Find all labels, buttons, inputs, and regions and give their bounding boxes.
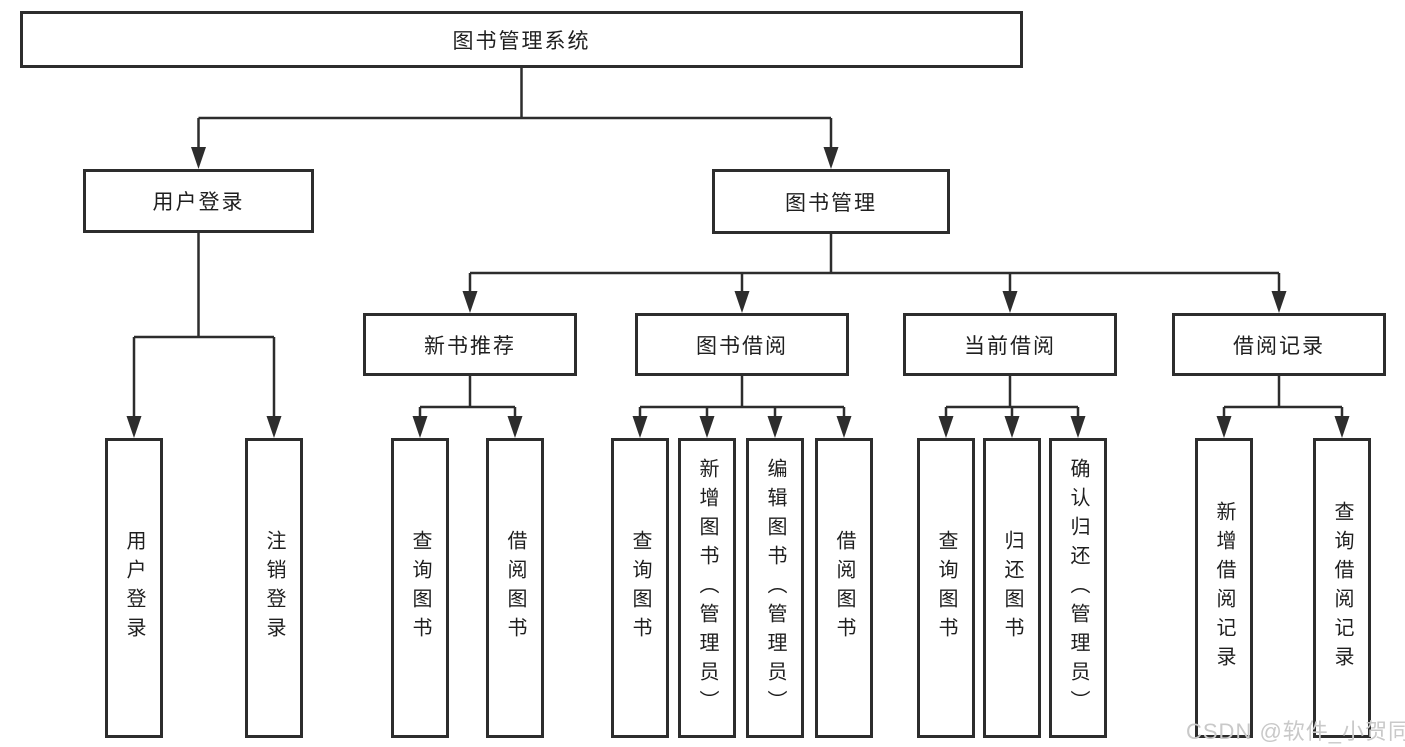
leaf-current-query-books-label: 查询图书 <box>935 530 957 646</box>
leaf-current-confirm-return-admin-label: 确认归还（管理员） <box>1067 457 1089 719</box>
arrowhead-icon <box>412 416 428 438</box>
leaf-borrow-edit-books-admin: 编辑图书（管理员） <box>746 438 804 738</box>
arrowhead-icon <box>938 416 954 438</box>
edge-current-borrow-to-leaves <box>944 376 1080 419</box>
node-borrow-record: 借阅记录 <box>1172 313 1386 376</box>
leaf-record-add-borrow-record: 新增借阅记录 <box>1195 438 1253 738</box>
leaf-record-query-borrow-record: 查询借阅记录 <box>1313 438 1371 738</box>
node-root-label: 图书管理系统 <box>452 29 591 53</box>
leaf-newbook-query-books-label: 查询图书 <box>409 530 431 646</box>
arrowhead-icon <box>1216 416 1232 438</box>
node-user-login: 用户登录 <box>83 169 314 233</box>
leaf-record-query-borrow-record-label: 查询借阅记录 <box>1331 501 1353 675</box>
node-current-borrow: 当前借阅 <box>903 313 1117 376</box>
leaf-newbook-borrow-books-label: 借阅图书 <box>504 530 526 646</box>
leaf-current-confirm-return-admin: 确认归还（管理员） <box>1049 438 1107 738</box>
node-book-borrow: 图书借阅 <box>635 313 849 376</box>
connector-paths <box>132 68 1344 419</box>
arrowhead-icon <box>823 147 839 169</box>
leaf-newbook-query-books: 查询图书 <box>391 438 449 738</box>
leaf-current-return-books: 归还图书 <box>983 438 1041 738</box>
leaf-user-login: 用户登录 <box>105 438 163 738</box>
leaf-borrow-query-books: 查询图书 <box>611 438 669 738</box>
leaf-newbook-borrow-books: 借阅图书 <box>486 438 544 738</box>
leaf-user-login-label: 用户登录 <box>123 530 145 646</box>
arrowhead-icon <box>632 416 648 438</box>
node-borrow-record-label: 借阅记录 <box>1233 334 1325 358</box>
leaf-logout-label: 注销登录 <box>263 530 285 646</box>
node-new-book-recommend: 新书推荐 <box>363 313 577 376</box>
leaf-logout: 注销登录 <box>245 438 303 738</box>
node-book-borrow-label: 图书借阅 <box>696 334 788 358</box>
leaf-record-add-borrow-record-label: 新增借阅记录 <box>1213 501 1235 675</box>
arrowhead-icon <box>836 416 852 438</box>
arrowhead-icon <box>507 416 523 438</box>
arrowhead-icon <box>1070 416 1086 438</box>
edge-root-to-level2 <box>197 68 833 150</box>
leaf-borrow-add-books-admin-label: 新增图书（管理员） <box>696 457 718 719</box>
node-new-book-recommend-label: 新书推荐 <box>424 334 516 358</box>
edge-user-login-to-leaves <box>132 233 276 419</box>
edge-borrow-record-to-leaves <box>1222 376 1344 419</box>
node-book-management-label: 图书管理 <box>785 191 877 215</box>
edge-book-borrow-to-leaves <box>638 376 846 419</box>
arrowhead-icon <box>1004 416 1020 438</box>
arrowhead-icon <box>266 416 282 438</box>
edge-book-management-to-level3 <box>468 234 1281 294</box>
node-user-login-label: 用户登录 <box>152 191 245 214</box>
leaf-borrow-edit-books-admin-label: 编辑图书（管理员） <box>764 457 786 719</box>
arrowhead-icon <box>126 416 142 438</box>
edge-new-book-recommend-to-leaves <box>418 376 517 419</box>
arrowhead-icon <box>767 416 783 438</box>
leaf-current-query-books: 查询图书 <box>917 438 975 738</box>
arrowhead-icon <box>1271 291 1287 313</box>
arrowhead-icon <box>191 147 206 169</box>
node-root: 图书管理系统 <box>20 11 1023 68</box>
arrowhead-icon <box>462 291 478 313</box>
arrowheads <box>126 147 1350 438</box>
leaf-borrow-add-books-admin: 新增图书（管理员） <box>678 438 736 738</box>
leaf-current-return-books-label: 归还图书 <box>1001 530 1023 646</box>
arrowhead-icon <box>1334 416 1350 438</box>
arrowhead-icon <box>734 291 750 313</box>
arrowhead-icon <box>699 416 715 438</box>
leaf-borrow-query-books-label: 查询图书 <box>629 530 651 646</box>
leaf-borrow-borrow-books: 借阅图书 <box>815 438 873 738</box>
node-current-borrow-label: 当前借阅 <box>964 334 1056 358</box>
watermark: CSDN @软件_小贺同学 <box>1186 719 1405 744</box>
node-book-management: 图书管理 <box>712 169 950 234</box>
arrowhead-icon <box>1002 291 1018 313</box>
leaf-borrow-borrow-books-label: 借阅图书 <box>833 530 855 646</box>
